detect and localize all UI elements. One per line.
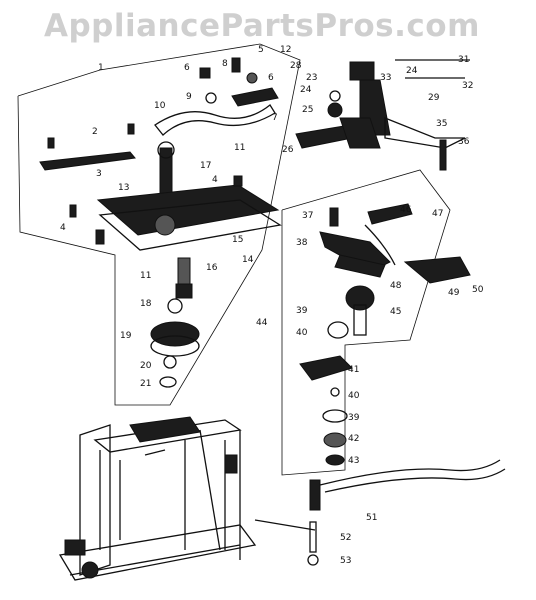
callout-49: 49 [448, 288, 460, 298]
callout-1: 1 [98, 63, 104, 73]
callout-15: 15 [232, 235, 243, 245]
callout-6a: 6 [184, 63, 190, 73]
callout-24b: 24 [406, 66, 418, 76]
gear-stack [150, 257, 200, 388]
callout-9: 9 [186, 92, 192, 102]
callout-20: 20 [140, 361, 152, 371]
callout-29: 29 [428, 93, 440, 103]
callout-41: 41 [348, 365, 359, 375]
callout-5: 5 [258, 45, 264, 55]
callout-39b: 39 [348, 413, 360, 423]
callout-44: 44 [256, 318, 268, 328]
callout-42: 42 [348, 434, 359, 444]
callout-51: 51 [366, 513, 377, 523]
bottom-rod-parts [307, 459, 506, 566]
callout-53: 53 [340, 556, 351, 566]
callout-47: 47 [432, 209, 443, 219]
callout-35: 35 [436, 119, 447, 129]
callout-52: 52 [340, 533, 351, 543]
watermark: AppliancePartsPros.com [44, 8, 480, 44]
right-group-outline [281, 169, 451, 476]
callout-14: 14 [242, 255, 254, 265]
callout-6b: 6 [268, 73, 274, 83]
callout-28: 28 [290, 61, 302, 71]
callout-24a: 24 [300, 85, 312, 95]
callout-36: 36 [458, 137, 470, 147]
callout-26: 26 [282, 145, 294, 155]
machine-frame-drawing [58, 416, 316, 581]
callout-10: 10 [154, 101, 166, 111]
callout-13: 13 [118, 183, 129, 193]
callout-32: 32 [462, 81, 473, 91]
callout-7: 7 [272, 113, 278, 123]
callout-38: 38 [296, 238, 308, 248]
callout-17: 17 [200, 161, 211, 171]
right-group-parts [299, 203, 471, 466]
callout-4b: 4 [212, 175, 218, 185]
callout-21: 21 [140, 379, 151, 389]
callout-23: 23 [306, 73, 317, 83]
callout-43: 43 [348, 456, 359, 466]
callout-2: 2 [92, 127, 98, 137]
callout-4a: 4 [60, 223, 66, 233]
callout-37: 37 [302, 211, 313, 221]
callout-11b: 11 [140, 271, 151, 281]
callout-40a: 40 [296, 328, 308, 338]
callout-45: 45 [390, 307, 401, 317]
callout-19: 19 [120, 331, 132, 341]
callout-16: 16 [206, 263, 218, 273]
callout-31: 31 [458, 55, 469, 65]
callout-50: 50 [472, 285, 484, 295]
callout-11a: 11 [234, 143, 245, 153]
callout-3: 3 [96, 169, 102, 179]
callout-39a: 39 [296, 306, 308, 316]
top-right-parts [295, 59, 470, 171]
callout-12: 12 [280, 45, 291, 55]
callout-25: 25 [302, 105, 313, 115]
callout-8: 8 [222, 59, 228, 69]
callout-18: 18 [140, 299, 152, 309]
callout-33: 33 [380, 73, 391, 83]
left-group-outline [17, 43, 301, 406]
top-left-parts [39, 57, 282, 251]
callout-48: 48 [390, 281, 402, 291]
callout-labels: 1 2 3 4 4 5 6 6 7 8 9 10 11 11 12 13 14 … [60, 45, 484, 566]
callout-40b: 40 [348, 391, 360, 401]
callout-46: 46 [400, 205, 412, 215]
